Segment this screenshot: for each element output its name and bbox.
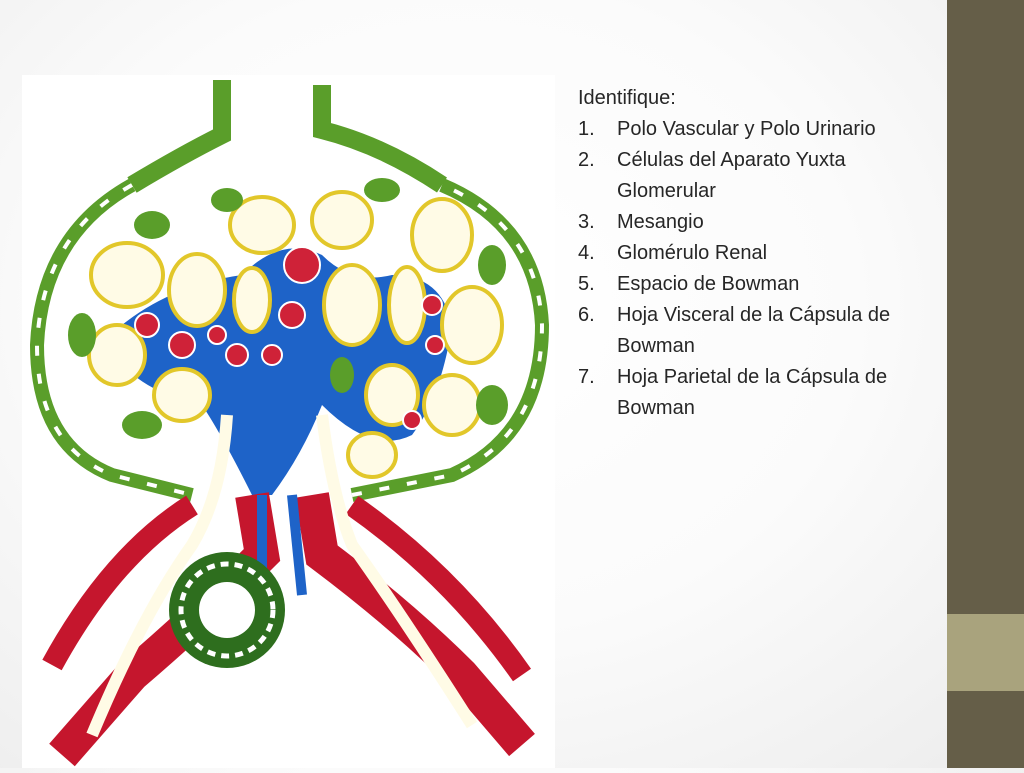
item-number: 1.: [578, 118, 595, 140]
item-text: Hoja Visceral de la Cápsula de Bowman: [617, 304, 891, 357]
list-item: 6. Hoja Visceral de la Cápsula de Bowman: [578, 300, 938, 362]
list-item: 1. Polo Vascular y Polo Urinario: [578, 114, 938, 145]
question-list: Identifique: 1. Polo Vascular y Polo Urin…: [578, 83, 938, 424]
item-text: Células del Aparato Yuxta Glomerular: [617, 149, 846, 202]
list-item: 4. Glomérulo Renal: [578, 238, 938, 269]
theme-accent-band: [947, 614, 1024, 691]
item-text: Mesangio: [617, 211, 704, 233]
list-item: 7. Hoja Parietal de la Cápsula de Bowman: [578, 362, 938, 424]
item-number: 6.: [578, 304, 595, 326]
item-number: 7.: [578, 366, 595, 388]
item-text: Glomérulo Renal: [617, 242, 768, 264]
list-heading: Identifique:: [578, 87, 676, 109]
list-item: 2. Células del Aparato Yuxta Glomerular: [578, 145, 938, 207]
item-number: 3.: [578, 211, 595, 233]
list-item: 3. Mesangio: [578, 207, 938, 238]
list-item: 5. Espacio de Bowman: [578, 269, 938, 300]
item-text: Polo Vascular y Polo Urinario: [617, 118, 876, 140]
item-text: Hoja Parietal de la Cápsula de Bowman: [617, 366, 888, 419]
item-number: 5.: [578, 273, 595, 295]
item-number: 4.: [578, 242, 595, 264]
item-number: 2.: [578, 149, 595, 171]
glomerulus-illustration: [22, 75, 555, 768]
item-text: Espacio de Bowman: [617, 273, 800, 295]
